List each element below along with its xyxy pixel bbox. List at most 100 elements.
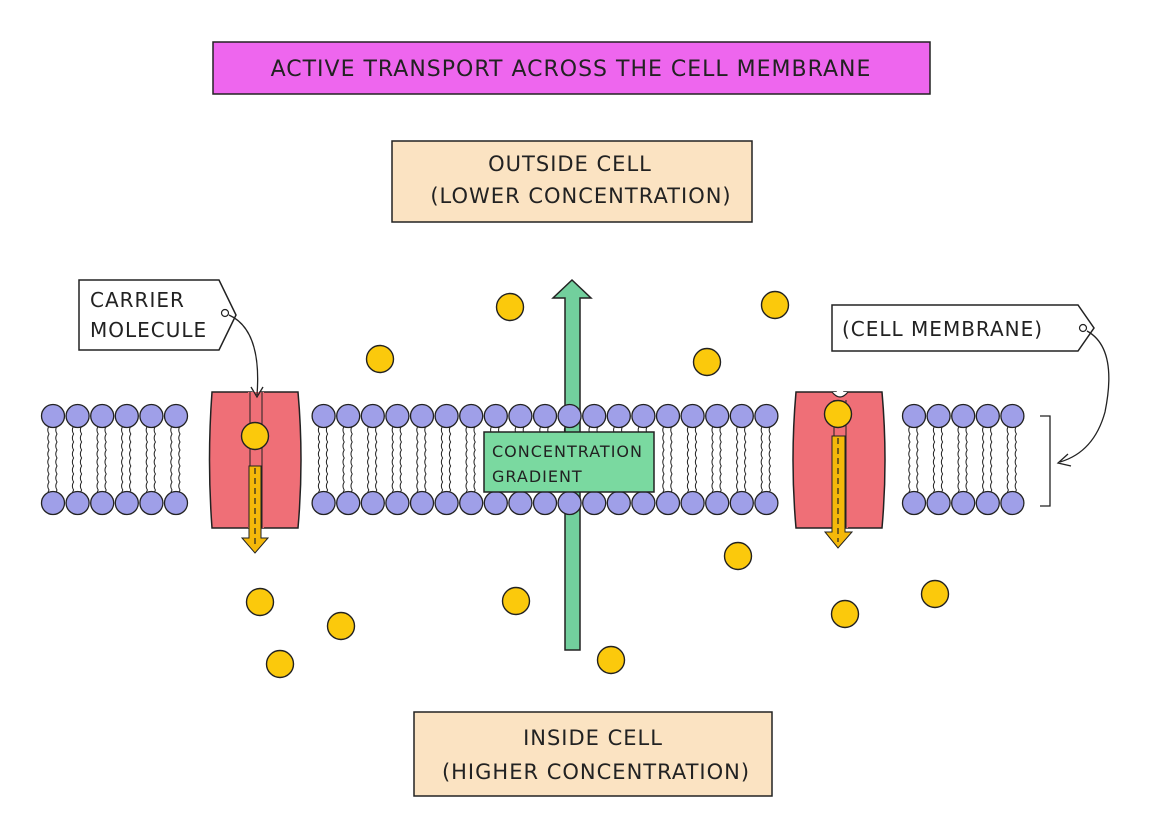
lipid-tail bbox=[55, 425, 58, 499]
solute-particle bbox=[823, 399, 853, 429]
lipid-tail bbox=[367, 425, 370, 499]
outside-cell-box: OUTSIDE CELL (LOWER CONCENTRATION) bbox=[391, 140, 753, 223]
phospholipid-head bbox=[434, 403, 459, 429]
phospholipid-head bbox=[434, 490, 459, 516]
solute-particle bbox=[723, 541, 753, 571]
gradient-label-line2: GRADIENT bbox=[492, 467, 583, 486]
lipid-tail bbox=[982, 425, 985, 499]
phospholipid-head bbox=[90, 490, 115, 516]
phospholipid-head bbox=[631, 403, 656, 429]
lipid-tail bbox=[744, 425, 747, 499]
phospholipid-head bbox=[926, 403, 951, 429]
phospholipid-head bbox=[409, 403, 435, 429]
lipid-tail bbox=[768, 425, 771, 499]
lipid-tail bbox=[990, 425, 993, 499]
lipid-tail bbox=[932, 425, 936, 499]
phospholipid-head bbox=[532, 403, 558, 429]
phospholipid-head bbox=[114, 490, 139, 516]
phospholipid-head bbox=[163, 490, 189, 516]
phospholipid-head bbox=[483, 403, 508, 429]
solute-particle bbox=[495, 292, 525, 322]
phospholipid-head bbox=[508, 490, 533, 516]
solute-particle bbox=[501, 586, 531, 616]
lipid-tail bbox=[424, 425, 427, 499]
inside-cell-box: INSIDE CELL (HIGHER CONCENTRATION) bbox=[413, 711, 773, 797]
phospholipid-head bbox=[459, 490, 484, 516]
phospholipid-head bbox=[557, 403, 582, 429]
lipid-tail bbox=[1014, 425, 1017, 499]
outside-cell-line1: OUTSIDE CELL bbox=[488, 152, 652, 176]
phospholipid-head bbox=[729, 490, 754, 516]
solute-particle bbox=[596, 645, 626, 675]
phospholipid-head bbox=[139, 490, 164, 516]
phospholipid-head bbox=[483, 490, 508, 516]
lipid-tail bbox=[153, 425, 156, 499]
phospholipid-head bbox=[360, 403, 385, 429]
phospholipid-head bbox=[139, 403, 164, 429]
outside-cell-line2: (LOWER CONCENTRATION) bbox=[430, 184, 731, 208]
lipid-tail bbox=[391, 425, 394, 499]
lipid-tail bbox=[465, 425, 468, 499]
phospholipid-head bbox=[1000, 490, 1025, 516]
carrier-pointer-arrow bbox=[228, 314, 264, 399]
solute-particle bbox=[245, 587, 275, 617]
lipid-tail bbox=[719, 425, 722, 499]
solute-particle bbox=[326, 611, 356, 641]
lipid-tail bbox=[940, 425, 944, 499]
lipid-tail bbox=[908, 425, 911, 499]
phospholipid-head bbox=[40, 403, 66, 429]
solute-particle bbox=[240, 421, 270, 451]
phospholipid-head bbox=[532, 490, 558, 516]
lipid-tail bbox=[375, 425, 378, 499]
phospholipid-head bbox=[65, 490, 90, 516]
phospholipid-head bbox=[975, 403, 1000, 429]
lipid-tail bbox=[686, 425, 690, 499]
solute-particle bbox=[265, 649, 295, 679]
phospholipid-head bbox=[311, 403, 336, 429]
lipid-tail bbox=[473, 425, 476, 499]
phospholipid-head bbox=[114, 403, 139, 429]
phospholipid-head bbox=[680, 490, 705, 516]
phospholipid-head bbox=[901, 490, 927, 516]
lipid-tail bbox=[1006, 425, 1009, 499]
solute-particle bbox=[920, 579, 950, 609]
phospholipid-head bbox=[1000, 403, 1025, 429]
phospholipid-head bbox=[65, 403, 90, 429]
phospholipid-head bbox=[631, 490, 656, 516]
phospholipid-head bbox=[655, 490, 681, 516]
carrier-label-line1: CARRIER bbox=[90, 288, 185, 312]
phospholipid-head bbox=[336, 403, 361, 429]
phospholipid-head bbox=[40, 490, 66, 516]
phospholipid-head bbox=[336, 490, 361, 516]
lipid-tail bbox=[416, 425, 419, 499]
membrane-label-text: (CELL MEMBRANE) bbox=[842, 317, 1043, 341]
membrane-pointer-arrow bbox=[1056, 330, 1110, 467]
solute-particle bbox=[830, 599, 860, 629]
inside-cell-line1: INSIDE CELL bbox=[523, 726, 663, 750]
phospholipid-head bbox=[926, 490, 951, 516]
inside-cell-line2: (HIGHER CONCENTRATION) bbox=[442, 760, 750, 784]
lipid-tail bbox=[145, 425, 148, 499]
phospholipid-head bbox=[311, 490, 336, 516]
phospholipid-head bbox=[705, 490, 730, 516]
phospholipid-head bbox=[606, 490, 631, 516]
phospholipid-head bbox=[409, 490, 435, 516]
title-box: ACTIVE TRANSPORT ACROSS THE CELL MEMBRAN… bbox=[212, 41, 931, 95]
phospholipid-head bbox=[901, 403, 927, 429]
phospholipid-head bbox=[582, 403, 607, 429]
lipid-tail bbox=[317, 425, 321, 499]
phospholipid-head bbox=[951, 490, 976, 516]
phospholipid-head bbox=[680, 403, 705, 429]
solute-particle bbox=[760, 290, 790, 320]
lipid-tail bbox=[129, 425, 132, 499]
carrier-label-line2: MOLECULE bbox=[90, 318, 207, 342]
phospholipid-head bbox=[729, 403, 754, 429]
lipid-tail bbox=[957, 425, 960, 499]
phospholipid-head bbox=[606, 403, 631, 429]
phospholipid-head bbox=[975, 490, 1000, 516]
lipid-tail bbox=[79, 425, 83, 499]
phospholipid-head bbox=[508, 403, 533, 429]
particles-group bbox=[240, 290, 950, 679]
phospholipid-head bbox=[163, 403, 189, 429]
